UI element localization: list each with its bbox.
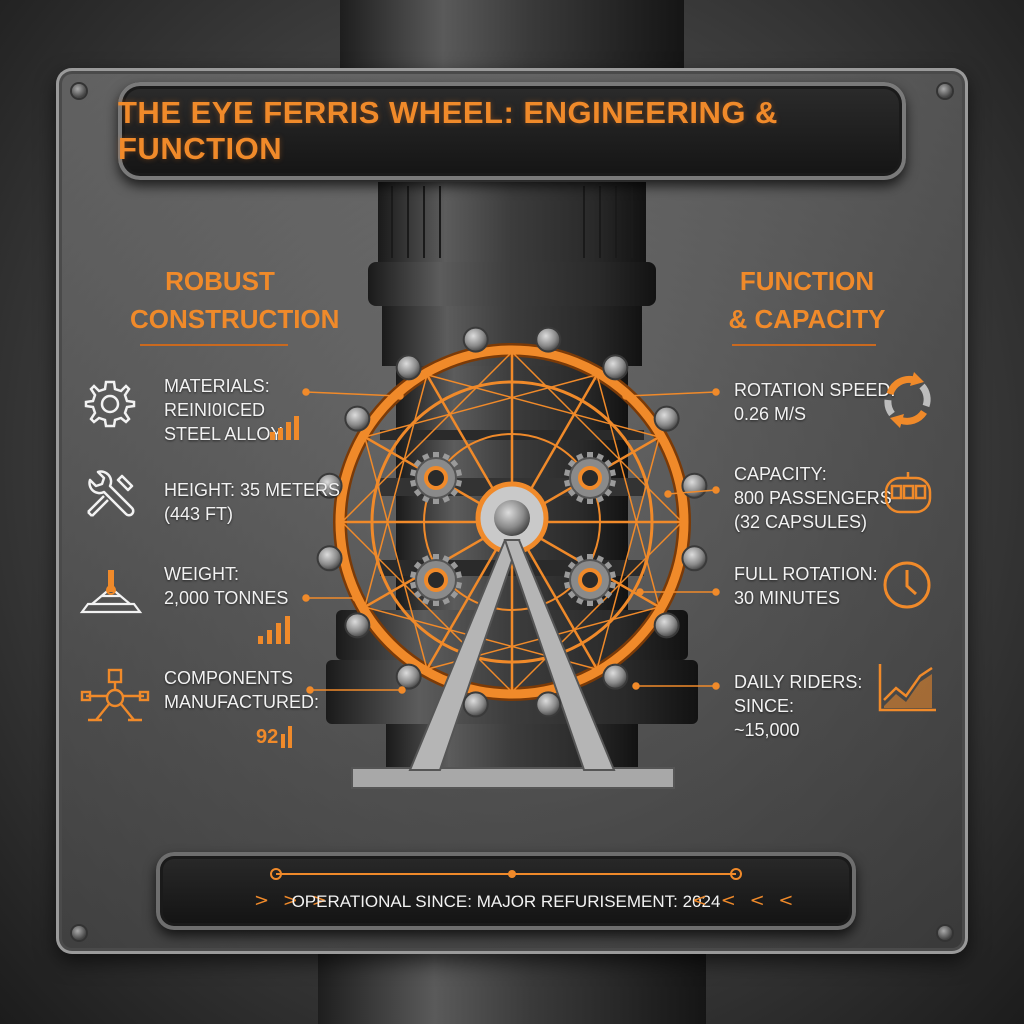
components-text: COMPONENTS MANUFACTURED: <box>164 668 320 712</box>
capsule-mount <box>602 354 629 381</box>
chevrons-left-icon: < < < < <box>692 890 798 911</box>
right-section-heading: FUNCTION & CAPACITY <box>728 266 886 334</box>
crane-hook-icon <box>79 570 143 614</box>
wheel-rim <box>335 345 689 699</box>
drive-gear <box>563 554 617 606</box>
components-count: 92 <box>256 726 279 748</box>
weight-text: WEIGHT: 2,000 TONNES <box>164 564 289 608</box>
capsule-mount <box>535 326 562 353</box>
capsule-mount <box>395 663 422 690</box>
capsule-mount <box>344 612 371 639</box>
full-rotation-text: FULL ROTATION: 30 MINUTES <box>734 564 878 608</box>
drive-gear <box>409 452 463 504</box>
left-section-heading: ROBUST CONSTRUCTION <box>130 266 340 334</box>
screw <box>72 926 86 940</box>
daily-riders-text: DAILY RIDERS: SINCE: ~15,000 <box>734 672 863 740</box>
component-schematic-icon <box>80 668 150 722</box>
capsule-mount <box>681 472 708 499</box>
footer-track-line <box>270 868 742 880</box>
capsule-mount <box>395 354 422 381</box>
capsule-mount <box>653 405 680 432</box>
screw <box>938 84 952 98</box>
capsule-mount <box>316 472 343 499</box>
height-text: HEIGHT: 35 METERS (443 FT) <box>164 480 341 524</box>
capsule-mount <box>462 691 489 718</box>
leader-lines <box>302 388 720 694</box>
capsule-mount <box>681 545 708 572</box>
capsule-mount <box>602 663 629 690</box>
rotation-speed-text: ROTATION SPEED: 0.26 M/S <box>734 380 896 424</box>
title-banner: THE EYE FERRIS WHEEL: ENGINEERING & FUNC… <box>118 82 906 180</box>
capsule-mount <box>462 326 489 353</box>
right-section-rule <box>732 344 876 346</box>
rising-chart-icon <box>878 664 936 712</box>
bar-chart-icon <box>258 616 290 644</box>
materials-text: MATERIALS: REINI0ICED STEEL ALLOY <box>164 376 283 444</box>
drive-gears <box>409 452 617 606</box>
gear-icon <box>84 380 136 428</box>
page-title: THE EYE FERRIS WHEEL: ENGINEERING & FUNC… <box>118 95 778 166</box>
capsule-icon <box>884 472 932 514</box>
screw <box>72 84 86 98</box>
drive-gear <box>409 554 463 606</box>
footer-text: OPERATIONAL SINCE: MAJOR REFURISEMENT: 2… <box>291 892 721 911</box>
support-leg-right <box>503 539 616 771</box>
drive-gear <box>563 452 617 504</box>
chevrons-right-icon: > > > <box>254 890 331 911</box>
capacity-text: CAPACITY: 800 PASSENGERS (32 CAPSULES) <box>734 464 892 532</box>
capsule-mount <box>535 691 562 718</box>
upper-gear-drum <box>378 182 646 262</box>
capsule-mount <box>344 405 371 432</box>
wrench-icon <box>87 470 135 517</box>
capsule-mount <box>653 612 680 639</box>
rotation-arrows-icon <box>884 372 931 428</box>
clock-icon <box>883 561 931 609</box>
screw <box>938 926 952 940</box>
footer-banner: > > > OPERATIONAL SINCE: MAJOR REFURISEM… <box>156 852 856 930</box>
bar-chart-icon <box>281 726 292 748</box>
wheel-base <box>351 767 675 789</box>
left-section-rule <box>140 344 288 346</box>
capsule-mount <box>316 545 343 572</box>
capsule-mounts <box>316 326 708 718</box>
bar-chart-icon <box>270 416 299 440</box>
